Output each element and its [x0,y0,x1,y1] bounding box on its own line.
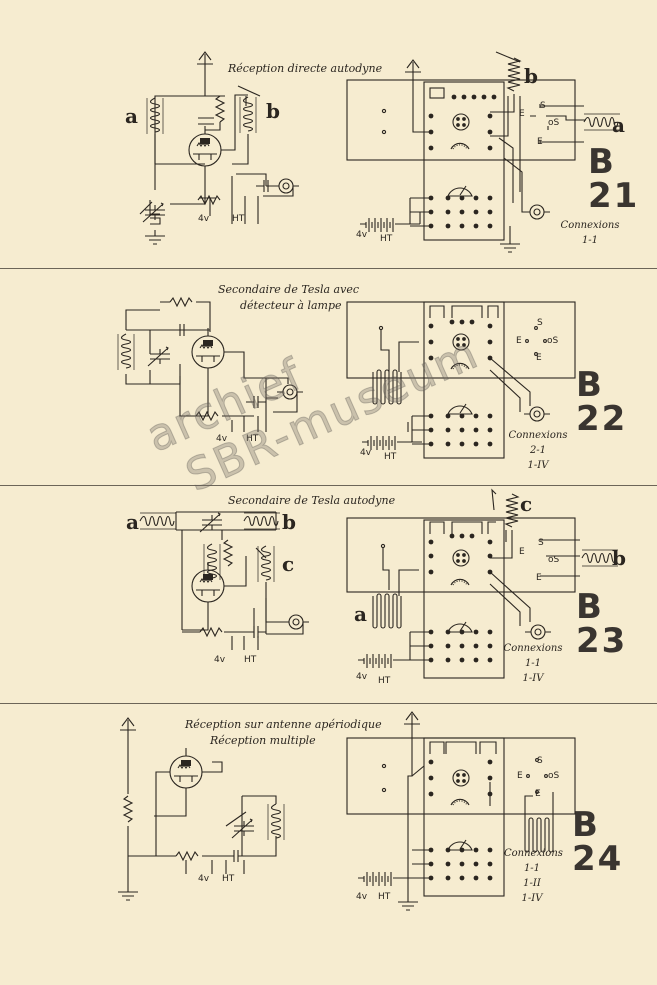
section-divider [0,703,657,704]
b24-schematic [117,717,285,901]
coil-label-a: a [612,113,625,137]
battery-label-ht: HT [244,655,257,665]
battery-label-4v: 4v [356,892,368,902]
coil-label-b: b [266,99,280,123]
switch-label-e: E [519,547,525,557]
battery-label-4v: 4v [356,672,368,682]
battery-label-4v: 4v [216,434,228,444]
switch-label-e: E [519,109,525,119]
battery-label-ht: HT [222,874,235,884]
battery-label-4v: 4v [356,230,368,240]
coil-label-b: b [524,64,538,88]
coil-label-a: a [126,510,139,534]
section-title: détecteur à lampe [240,299,342,312]
section-title: Réception sur antenne apériodique [185,718,382,731]
switch-label-s: S [537,318,543,328]
section-title: Secondaire de Tesla autodyne [228,494,396,507]
b24-panel [346,711,576,911]
coil-label-b: b [612,546,626,570]
switch-label-os: oS [547,336,559,346]
battery-label-ht: HT [378,676,391,686]
coil-label-a: a [354,602,367,626]
b21-panel [346,51,621,253]
switch-label-e: E [536,573,542,583]
switch-label-e: E [517,771,523,781]
switch-label-s: S [537,756,543,766]
coil-label-a: a [125,104,138,128]
section-title: Réception multiple [210,734,316,747]
figure-code: B 24 [572,805,624,879]
coil-label-c: c [282,552,295,576]
battery-label-4v: 4v [198,214,210,224]
section-title: Secondaire de Tesla avec [218,283,359,296]
switch-label-e: E [516,336,522,346]
switch-label-e: E [535,789,541,799]
b21-schematic [139,51,300,245]
figure-code: B 23 [576,587,628,661]
coil-label-b: b [282,510,296,534]
battery-label-ht: HT [246,434,259,444]
battery-label-ht: HT [384,452,397,462]
coil-label-c: c [520,492,533,516]
battery-label-4v: 4v [214,655,226,665]
connexions-note: Connexions 1-1 1-IV [503,643,563,684]
switch-label-s: S [538,538,544,548]
figure-code: B 21 [588,142,640,216]
b22-schematic [117,297,304,432]
section-divider [0,485,657,486]
switch-label-e: E [536,353,542,363]
section-title: Réception directe autodyne [228,62,383,75]
connexions-note: Connexions 1-1 1-II 1-IV [504,848,563,904]
section-divider [0,268,657,269]
battery-label-ht: HT [380,234,393,244]
battery-label-ht: HT [232,214,245,224]
b23-schematic [139,511,310,650]
switch-label-os: oS [548,771,560,781]
battery-label-4v: 4v [198,874,210,884]
battery-label-ht: HT [378,892,391,902]
connexions-note: Connexions 1-1 [560,220,620,246]
connexions-note: Connexions 2-1 1-IV [508,430,568,471]
switch-label-os: oS [548,118,560,128]
b23-panel [346,488,619,679]
b22-panel [346,301,576,459]
battery-label-4v: 4v [360,448,372,458]
figure-code: B 22 [576,365,628,439]
switch-label-os: oS [548,555,560,565]
